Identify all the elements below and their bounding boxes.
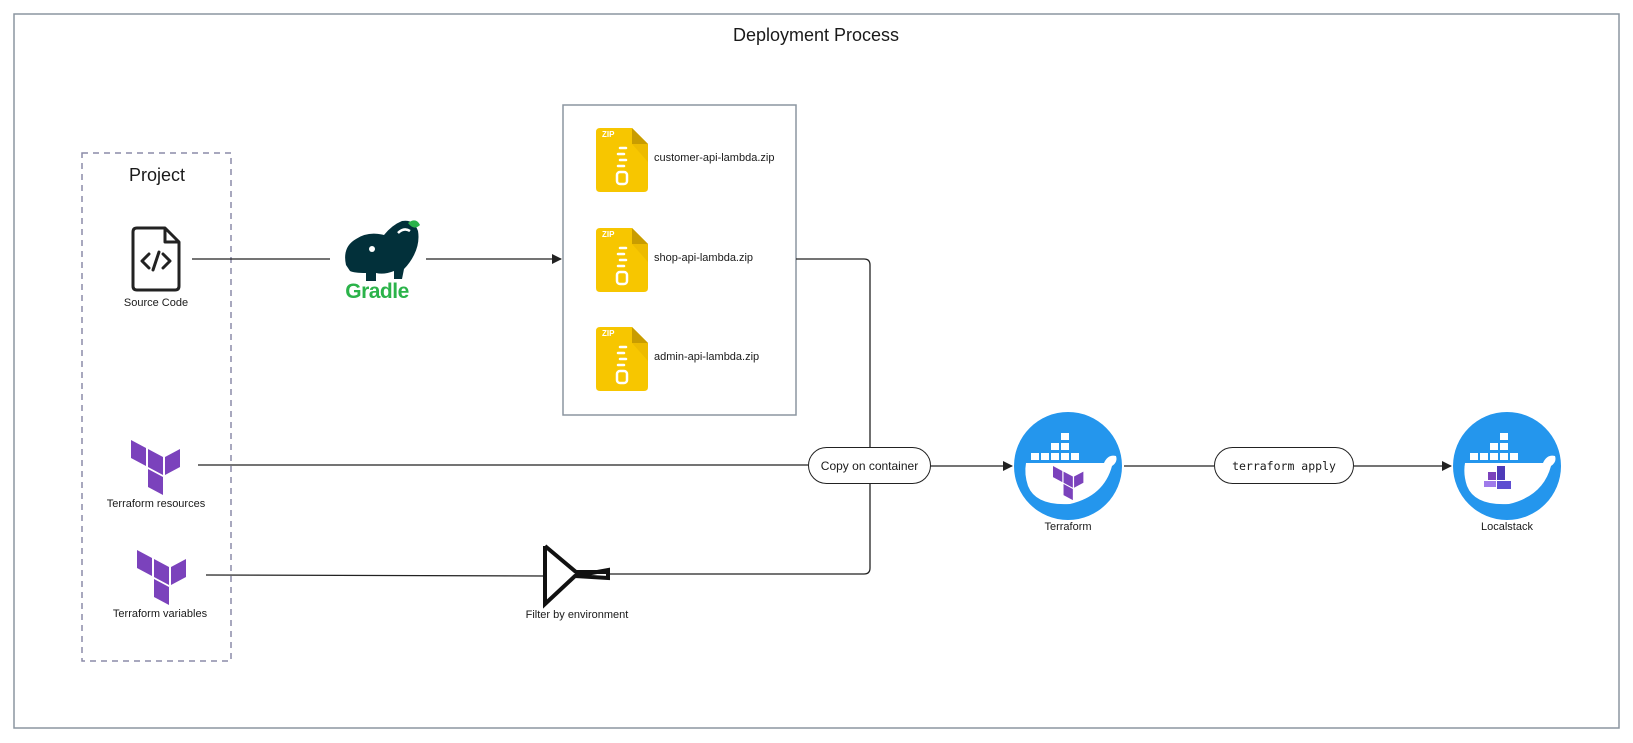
artifact-label: customer-api-lambda.zip <box>654 152 775 164</box>
terraform-container-label: Terraform <box>1044 521 1092 533</box>
zip-badge: ZIP <box>602 130 615 139</box>
terraform-logo-icon <box>137 550 186 605</box>
outer-frame <box>13 13 1620 729</box>
zip-files <box>596 128 648 391</box>
terraform-variables-label: Terraform variables <box>112 608 208 620</box>
terraform-apply-node: terraform apply <box>1214 447 1354 484</box>
filter-funnel-icon <box>543 544 610 609</box>
localstack-container-label: Localstack <box>1481 521 1533 533</box>
filter-label: Filter by environment <box>525 609 629 621</box>
zip-file-icon <box>596 327 648 391</box>
artifact-label: admin-api-lambda.zip <box>654 351 760 363</box>
edge-filter-to-copy <box>600 484 871 575</box>
diagram-title: Deployment Process <box>732 25 900 45</box>
edge-tfvars-to-filter <box>205 574 546 577</box>
terraform-resources-label: Terraform resources <box>106 498 206 510</box>
connectors <box>192 254 1452 577</box>
localstack-logo-icon <box>1484 466 1511 489</box>
gradle-elephant-icon <box>345 220 420 281</box>
zip-badge: ZIP <box>602 329 615 338</box>
code-file-icon <box>131 226 181 292</box>
zip-file-icon <box>596 128 648 192</box>
terraform-logo-icon <box>131 440 180 495</box>
zip-file-icon <box>596 228 648 292</box>
artifacts-box <box>562 104 797 416</box>
project-group <box>81 152 232 662</box>
zip-badge: ZIP <box>602 230 615 239</box>
gradle-wordmark: Gradle <box>345 280 409 303</box>
artifact-label: shop-api-lambda.zip <box>654 252 754 264</box>
edge-artifacts-to-copy <box>796 258 871 447</box>
docker-whale-icon <box>1453 412 1561 520</box>
copy-on-container-node: Copy on container <box>808 447 931 484</box>
docker-whale-icon <box>1014 412 1122 520</box>
source-code-label: Source Code <box>123 297 189 309</box>
project-group-label: Project <box>128 165 186 185</box>
